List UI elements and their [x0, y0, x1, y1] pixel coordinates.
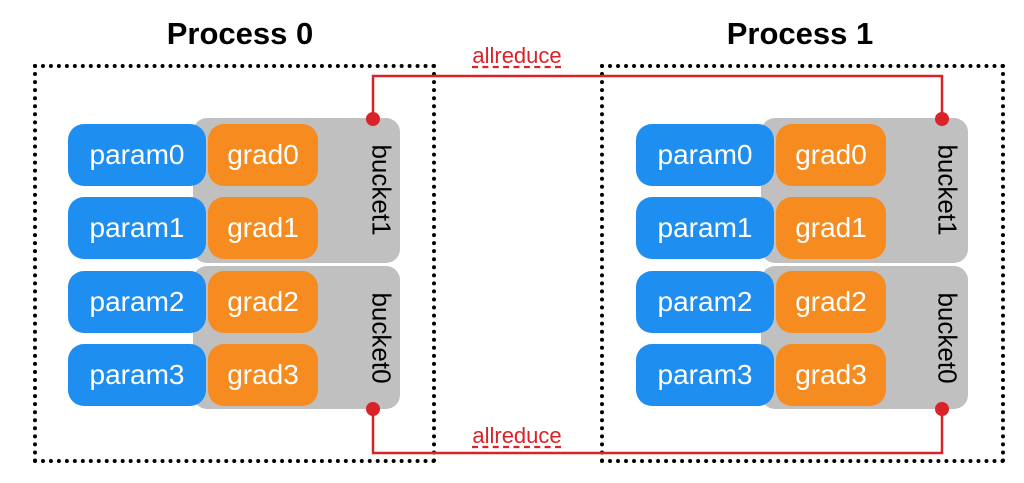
process-1-frame: [600, 64, 1005, 463]
process-0-grad2: grad2: [208, 271, 318, 333]
process-1-bucket0-port: [935, 402, 949, 416]
process-0-param3: param3: [68, 344, 206, 406]
process-0-grad1: grad1: [208, 197, 318, 259]
process-1-param0: param0: [636, 124, 774, 186]
process-0-title: Process 0: [166, 16, 314, 51]
allreduce-top-line: [371, 74, 944, 119]
process-0-param2: param2: [68, 271, 206, 333]
process-1-grad1: grad1: [776, 197, 886, 259]
process-1-grad0: grad0: [776, 124, 886, 186]
process-0-bucket1-port: [366, 112, 380, 126]
process-1-title: Process 1: [726, 16, 874, 51]
process-0-param1: param1: [68, 197, 206, 259]
process-1-param2: param2: [636, 271, 774, 333]
process-0-param0: param0: [68, 124, 206, 186]
process-1-param1: param1: [636, 197, 774, 259]
process-0-grad0: grad0: [208, 124, 318, 186]
process-1-grad3: grad3: [776, 344, 886, 406]
process-0-bucket0-port: [366, 402, 380, 416]
allreduce-bottom-line: [371, 409, 944, 455]
process-1-grad2: grad2: [776, 271, 886, 333]
process-0-grad3: grad3: [208, 344, 318, 406]
process-1-bucket1-port: [935, 112, 949, 126]
process-1-param3: param3: [636, 344, 774, 406]
process-0-frame: [33, 64, 436, 463]
allreduce-bottom-label: allreduce: [472, 423, 562, 448]
allreduce-top-label: allreduce: [472, 43, 562, 68]
